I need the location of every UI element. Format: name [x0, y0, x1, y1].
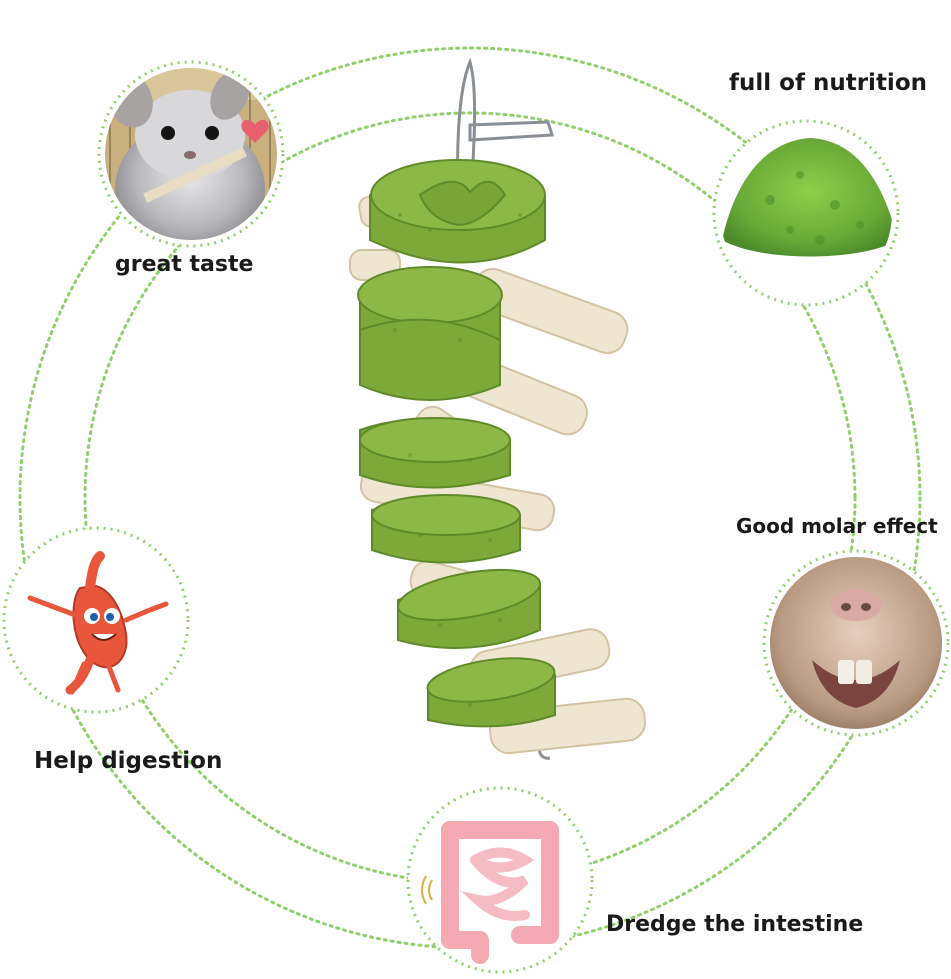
- cartoon-stomach-icon: [2, 526, 190, 714]
- hamster-teeth-photo: [762, 549, 950, 737]
- hay-toy-product: [349, 57, 646, 760]
- label-dredge-the-intestine: Dredge the intestine: [606, 912, 864, 937]
- label-help-digestion: Help digestion: [34, 748, 223, 774]
- chinchilla-photo: [97, 60, 285, 248]
- green-powder-photo: [712, 119, 900, 307]
- label-good-molar-effect: Good molar effect: [736, 514, 938, 538]
- intestine-icon: [406, 786, 594, 974]
- label-great-taste: great taste: [115, 252, 254, 277]
- label-full-of-nutrition: full of nutrition: [729, 70, 927, 96]
- hay-discs: [357, 159, 556, 728]
